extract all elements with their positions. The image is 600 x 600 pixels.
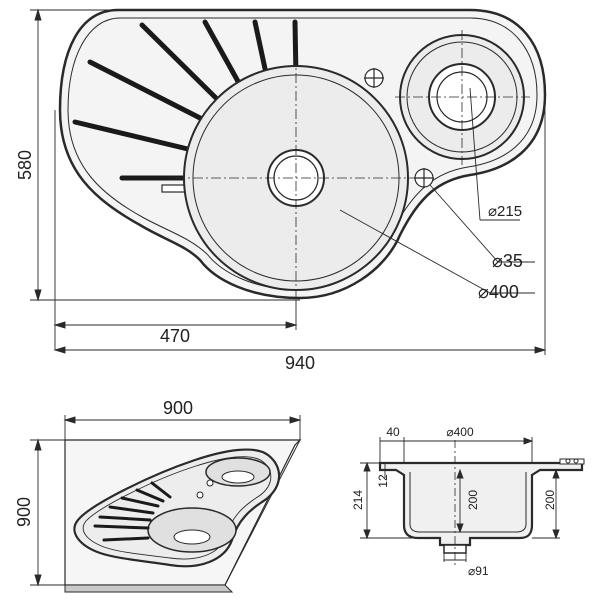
corner-height-label: 900 bbox=[14, 497, 34, 527]
corner-sink-inner bbox=[82, 456, 272, 560]
corner-dimensions bbox=[30, 415, 302, 587]
tap-hole-2 bbox=[414, 168, 434, 188]
overflow-slot bbox=[161, 184, 187, 193]
small-bowl-diameter-label: ⌀215 bbox=[488, 203, 522, 220]
section-rim-height-label: 12 bbox=[376, 474, 390, 488]
countertop-edge bbox=[64, 584, 234, 593]
section-bowl-depth-label: 200 bbox=[466, 490, 480, 510]
tap-hole-diameter-label: ⌀35 bbox=[492, 251, 523, 271]
section-bowl-diameter-label: ⌀400 bbox=[446, 425, 474, 439]
top-view bbox=[30, 8, 547, 355]
main-bowl-diameter-label: ⌀400 bbox=[478, 282, 519, 302]
section-profile bbox=[378, 461, 584, 547]
center-lines bbox=[175, 30, 530, 300]
corner-tap-hole-2 bbox=[196, 491, 204, 499]
corner-tap-hole-1 bbox=[206, 479, 214, 487]
section-fittings bbox=[559, 458, 585, 465]
tap-hole-1 bbox=[364, 68, 384, 88]
corner-view bbox=[30, 415, 302, 593]
callout-leaders bbox=[339, 87, 535, 294]
section-inner bbox=[409, 472, 527, 533]
top-dimensions bbox=[30, 8, 547, 355]
section-dimensions bbox=[360, 437, 560, 562]
height-dimension-label: 580 bbox=[15, 150, 35, 180]
section-outer-depth-label: 200 bbox=[543, 490, 557, 510]
section-drain-diameter-label: ⌀91 bbox=[468, 564, 489, 578]
section-rim-label: 40 bbox=[386, 425, 400, 439]
section-total-depth-label: 214 bbox=[351, 490, 365, 510]
offset-dimension-label: 470 bbox=[160, 326, 190, 346]
width-dimension-label: 940 bbox=[285, 353, 315, 373]
corner-grooves bbox=[93, 481, 172, 542]
section-view bbox=[360, 437, 585, 565]
corner-width-label: 900 bbox=[163, 398, 193, 418]
